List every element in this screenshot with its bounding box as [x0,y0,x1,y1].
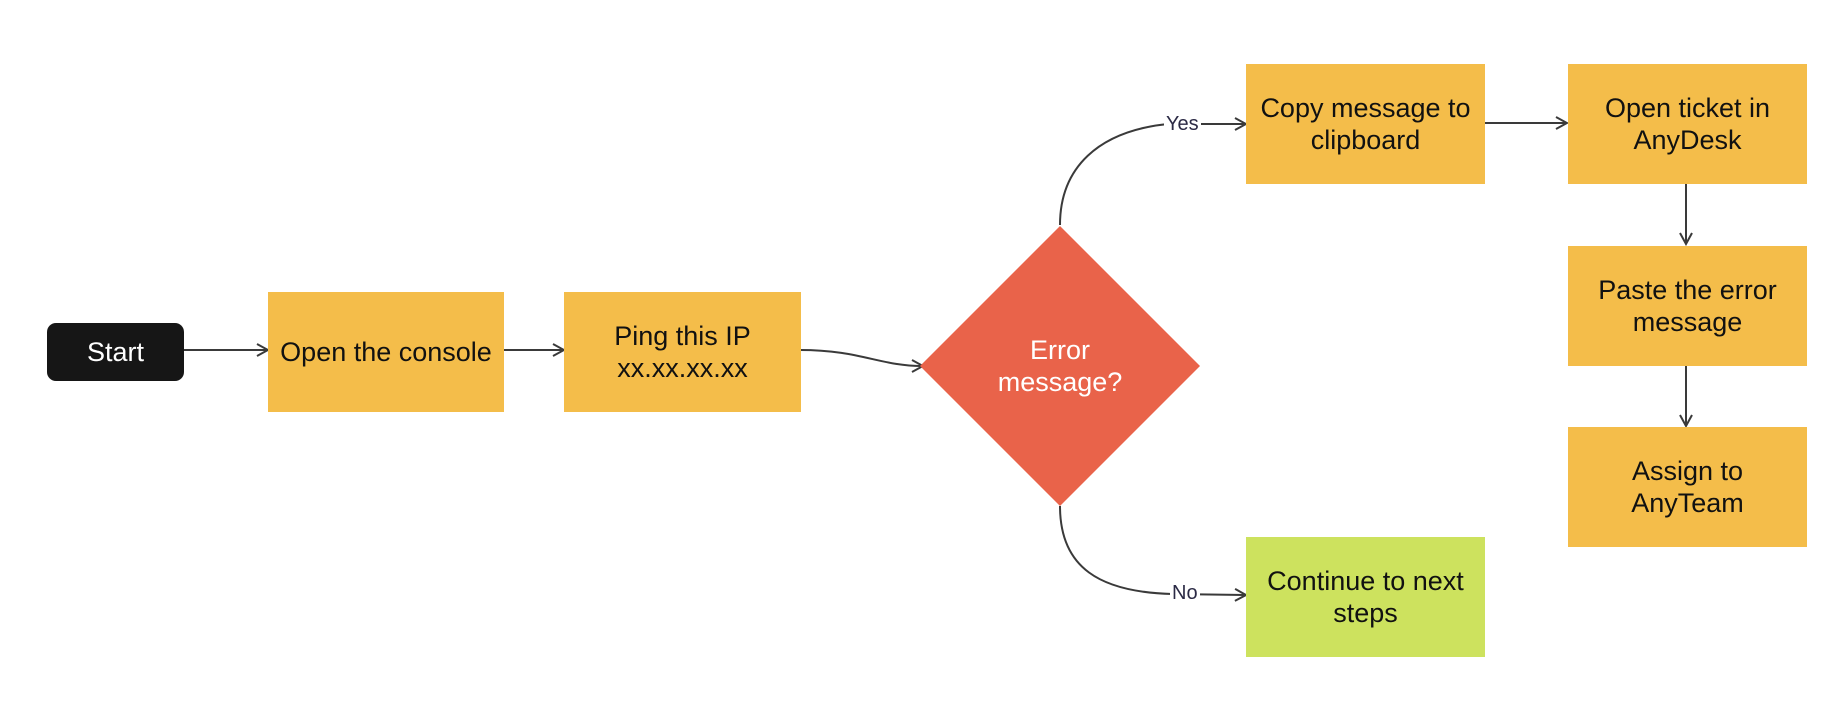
ping-ip-node: Ping this IP xx.xx.xx.xx [564,292,801,412]
open-console-node: Open the console [268,292,504,412]
continue-steps-node: Continue to next steps [1246,537,1485,657]
assign-team-node: Assign to AnyTeam [1568,427,1807,547]
error-decision-label: Error message? [997,335,1123,397]
yes-edge-label: Yes [1164,113,1201,135]
connector-decision-no [1059,505,1245,595]
no-edge-label: No [1170,582,1200,604]
paste-error-node: Paste the error message [1568,246,1807,366]
open-ticket-node: Open ticket in AnyDesk [1568,64,1807,184]
copy-message-node: Copy message to clipboard [1246,64,1485,184]
connector-ping-to-decision [799,349,922,366]
connector-decision-yes [1059,124,1245,226]
start-node: Start [47,323,184,381]
